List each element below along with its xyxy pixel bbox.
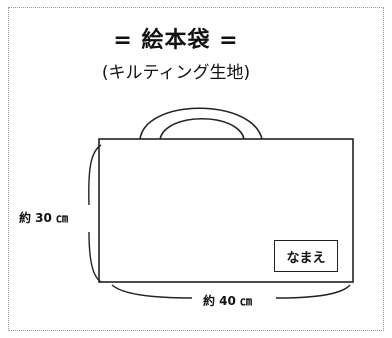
width-brace-left (111, 284, 193, 299)
name-tag: なまえ (274, 240, 338, 272)
diagram-title: = 絵本袋 = (113, 28, 239, 53)
diagram-frame (8, 7, 384, 331)
height-brace-top (88, 144, 102, 206)
height-brace-bottom (88, 231, 102, 283)
width-dimension-label: 約 40 ㎝ (203, 294, 253, 308)
width-brace-right (275, 284, 351, 299)
diagram-subtitle: (キルティング生地) (101, 63, 251, 83)
height-dimension-label: 約 30 ㎝ (19, 211, 69, 225)
bag-handle-inner (159, 117, 245, 140)
bag-handle-outer (139, 107, 263, 140)
